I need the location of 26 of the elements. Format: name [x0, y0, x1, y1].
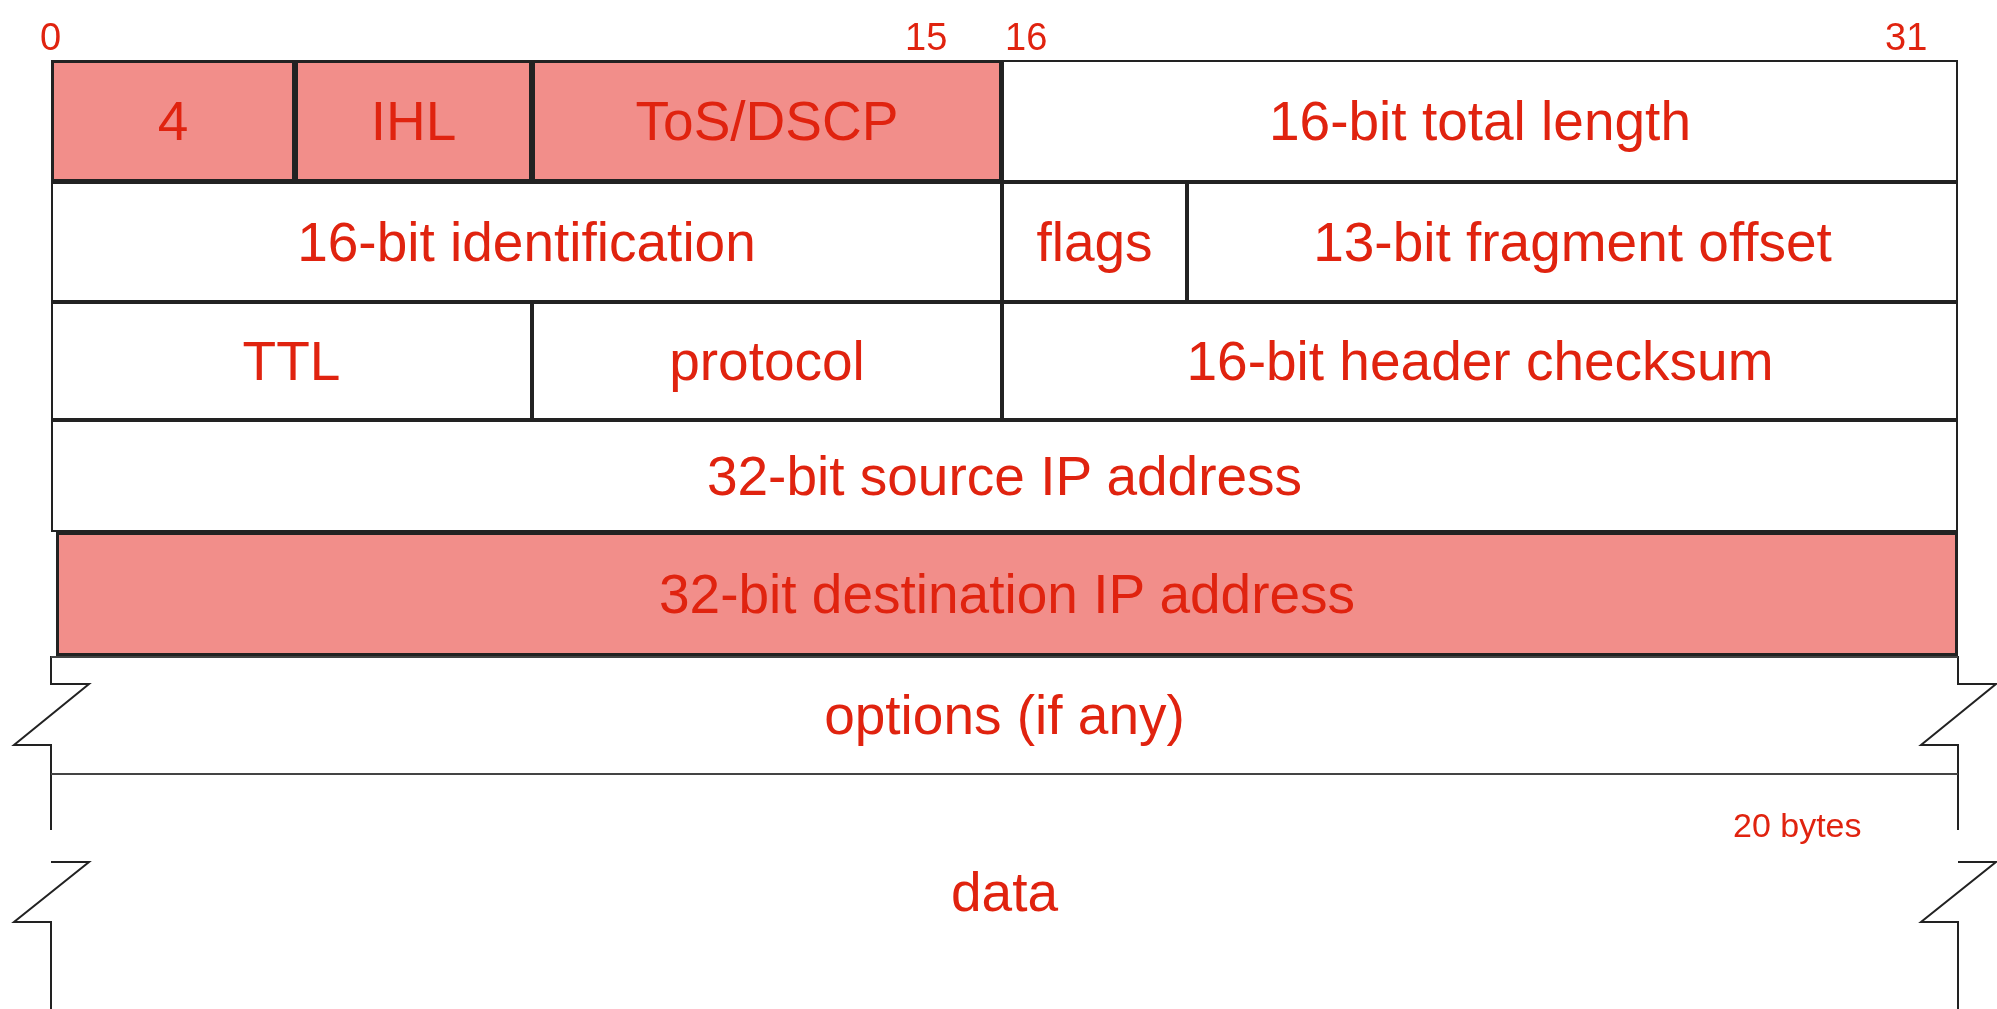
field-name: data — [950, 864, 1058, 920]
field-name: TTL — [242, 333, 341, 389]
field-name: 16-bit identification — [297, 214, 756, 270]
highlighted-header-field — [532, 60, 1002, 182]
bit-number: 15 — [905, 18, 948, 56]
field-name: 16-bit header checksum — [1186, 333, 1774, 389]
header-field — [532, 302, 1002, 420]
header-field — [51, 302, 532, 420]
header-field — [1187, 182, 1958, 302]
header-field — [1002, 60, 1958, 182]
header-field — [51, 420, 1958, 532]
field-name: ToS/DSCP — [635, 93, 899, 149]
highlighted-header-field — [295, 60, 532, 182]
bit-number: 0 — [40, 18, 62, 56]
highlighted-header-field — [56, 532, 1958, 656]
size-note: 20 bytes — [1733, 808, 1862, 842]
field-name: 4 — [157, 93, 189, 149]
bit-number: 16 — [1005, 18, 1048, 56]
field-name: 32-bit destination IP address — [658, 566, 1356, 622]
field-name: IHL — [370, 93, 457, 149]
field-name: 32-bit source IP address — [706, 448, 1303, 504]
header-field — [1002, 302, 1958, 420]
header-field — [51, 182, 1002, 302]
highlighted-header-field — [51, 60, 295, 182]
bit-number: 31 — [1885, 18, 1928, 56]
header-field — [1002, 182, 1187, 302]
